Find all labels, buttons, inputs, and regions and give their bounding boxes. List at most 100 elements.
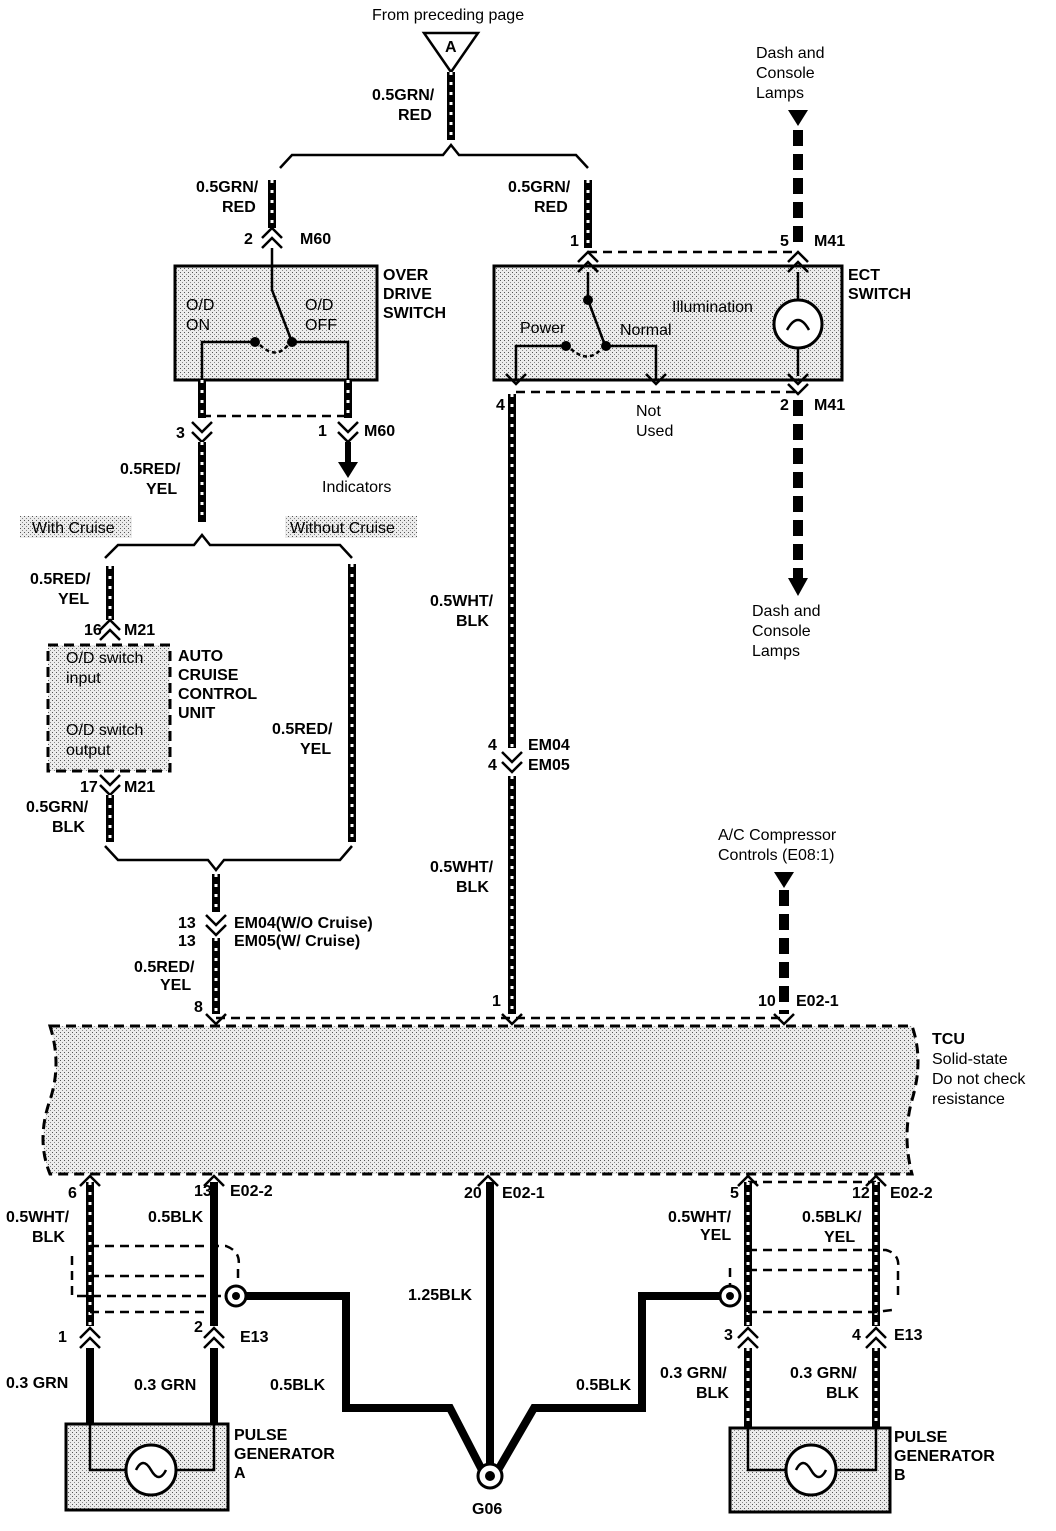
od-off-label-2: OFF: [305, 317, 337, 334]
pin-tcu-13: 13: [194, 1183, 212, 1200]
conn-m60b-label: M60: [364, 423, 395, 440]
cruise-output-1: O/D switch: [66, 722, 143, 739]
split-bracket-cruise: [104, 532, 353, 559]
wire-label-w12: 0.5BLK: [148, 1209, 204, 1226]
pin-m41-1: 1: [570, 233, 579, 250]
pin-tcu-12: 12: [852, 1185, 870, 1202]
connector-em-pin13: [205, 914, 227, 937]
pin-tcu-8: 8: [194, 999, 203, 1016]
conn-m41-label: M41: [814, 233, 845, 250]
tcu-name: TCU: [932, 1031, 965, 1048]
pin-em-4b: 4: [488, 757, 497, 774]
wire-label-w18: 0.5BLK: [270, 1377, 326, 1394]
join-bracket-cruise: [104, 845, 353, 873]
od-on-label-2: ON: [186, 317, 210, 334]
wire-label-w20b: BLK: [696, 1385, 729, 1402]
pgb-internal-wires: [746, 1428, 878, 1472]
tcu-note-3: resistance: [932, 1091, 1005, 1108]
conn-e021-bot-label: E02-1: [502, 1185, 545, 1202]
ect-internal-wires: [514, 344, 658, 380]
conn-e13a-label: E13: [240, 1329, 269, 1346]
arrow-ac: [774, 872, 794, 888]
od-off-label-1: O/D: [305, 297, 333, 314]
ect-name-1: ECT: [848, 267, 880, 284]
pin-tcu-6: 6: [68, 1185, 77, 1202]
wire-label-w21: 0.3 GRN/: [790, 1365, 857, 1382]
wire-label-w8: 0.5RED/: [134, 959, 195, 976]
pin-m60-2: 2: [244, 231, 253, 248]
pin-m60-3: 3: [176, 425, 185, 442]
not-used-2: Used: [636, 423, 673, 440]
with-cruise-bg: [20, 516, 132, 538]
connector-m21-pin16: [99, 618, 121, 641]
illumination-lamp-icon: [772, 298, 824, 350]
tcu-pin20-mark: [477, 1174, 499, 1187]
connector-e13-pin4: [865, 1326, 887, 1349]
ect-illumination-label: Illumination: [672, 299, 753, 316]
ac-label-2: Controls (E08:1): [718, 847, 835, 864]
from-page-label: From preceding page: [372, 7, 524, 24]
connector-a-label: A: [445, 39, 457, 56]
wire-label-w1b: RED: [398, 107, 432, 124]
od-name-3: SWITCH: [383, 305, 446, 322]
dash-top-3: Lamps: [756, 85, 804, 102]
connector-a-triangle: [421, 31, 481, 75]
without-cruise-bg: [285, 516, 417, 538]
connector-e13-pin1: [79, 1326, 101, 1349]
conn-e021-top-label: E02-1: [796, 993, 839, 1010]
wire-label-w7b: YEL: [300, 741, 331, 758]
conn-e13b-label: E13: [894, 1327, 923, 1344]
wire-label-w15: 0.5BLK/: [802, 1209, 862, 1226]
conn-em05-w-label: EM05(W/ Cruise): [234, 933, 360, 950]
cruise-input-2: input: [66, 670, 101, 687]
tcu-box: [41, 1024, 920, 1176]
connector-m21-pin17: [99, 774, 121, 797]
dash-top-2: Console: [756, 65, 815, 82]
without-cruise-label: Without Cruise: [290, 520, 395, 537]
pin-tcu-20: 20: [464, 1185, 482, 1202]
dash-bottom-3: Lamps: [752, 643, 800, 660]
wire-label-w9b: BLK: [456, 613, 489, 630]
pin-m41-4: 4: [496, 397, 505, 414]
cruise-input-1: O/D switch: [66, 650, 143, 667]
wire-label-w5b: YEL: [58, 591, 89, 608]
conn-em04-wo-label: EM04(W/O Cruise): [234, 915, 373, 932]
wire-label-w6: 0.5GRN/: [26, 799, 89, 816]
pin-em-13a: 13: [178, 915, 196, 932]
connector-m41-pin2: [787, 373, 809, 396]
pin-m60-1: 1: [318, 423, 327, 440]
arrow-dash-top: [788, 110, 808, 126]
wire-label-w15b: YEL: [824, 1229, 855, 1246]
cruise-name-2: CRUISE: [178, 667, 239, 684]
ect-switch-arc: [570, 348, 602, 358]
cruise-name-1: AUTO: [178, 648, 223, 665]
wire-label-w2: 0.5GRN/: [196, 179, 259, 196]
wire-label-w3: 0.5GRN/: [508, 179, 571, 196]
pgb-name-3: B: [894, 1467, 906, 1484]
wire-label-w16: 0.3 GRN: [6, 1375, 68, 1392]
pgb-name-2: GENERATOR: [894, 1448, 995, 1465]
pin-tcu-10: 10: [758, 993, 776, 1010]
wire-label-w10b: BLK: [456, 879, 489, 896]
conn-em04-label: EM04: [528, 737, 570, 754]
ect-name-2: SWITCH: [848, 286, 911, 303]
arrow-dash-bottom: [788, 578, 808, 596]
wire-label-w8b: YEL: [160, 977, 191, 994]
wire-label-w17: 0.3 GRN: [134, 1377, 196, 1394]
wire-label-w4: 0.5RED/: [120, 461, 181, 478]
wire-label-w11: 0.5WHT/: [6, 1209, 70, 1226]
wire-label-w10: 0.5WHT/: [430, 859, 494, 876]
connector-e13-pin3: [737, 1326, 759, 1349]
with-cruise-label: With Cruise: [32, 520, 115, 537]
pga-internal-wires: [88, 1424, 216, 1472]
pin-e13-4: 4: [852, 1327, 861, 1344]
cruise-name-3: CONTROL: [178, 686, 257, 703]
connector-m60-pin3: [191, 421, 213, 444]
wire-label-w2b: RED: [222, 199, 256, 216]
conn-e022b-label: E02-2: [890, 1185, 933, 1202]
pin-m21-17: 17: [80, 779, 98, 796]
split-bracket-top: [279, 142, 589, 169]
tcu-pin6-mark: [79, 1174, 101, 1187]
connector-m60-pin1: [337, 421, 359, 444]
